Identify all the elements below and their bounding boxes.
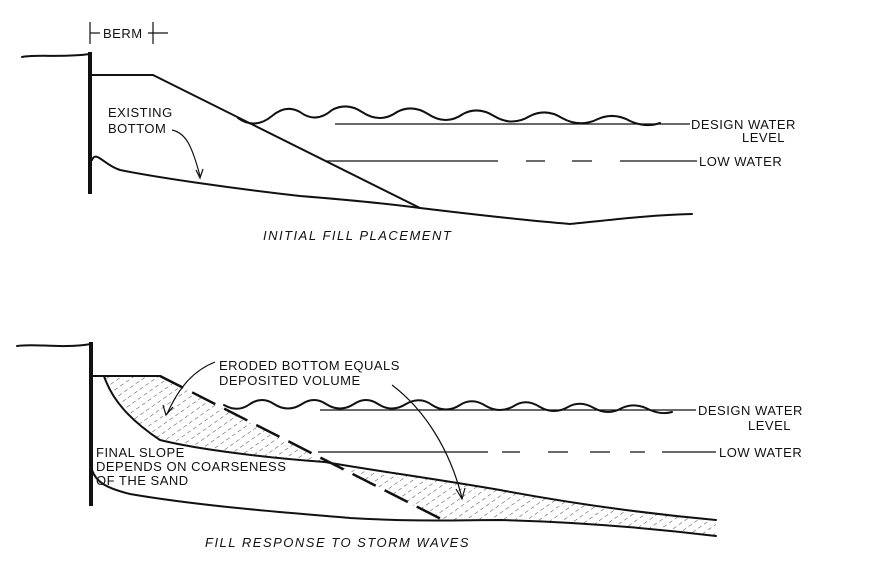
final-slope-label-3: OF THE SAND [96, 473, 189, 488]
top-caption: INITIAL FILL PLACEMENT [263, 228, 452, 243]
top-fill-berm-and-slope [89, 74, 421, 209]
top-existing-bottom [91, 155, 693, 225]
eroded-label-1: ERODED BOTTOM EQUALS [219, 358, 400, 373]
eroded-leader-2 [391, 384, 463, 499]
existing-bottom-label-2: BOTTOM [108, 121, 166, 136]
existing-bottom-label-1: EXISTING [108, 105, 173, 120]
bottom-design-water-waves [223, 399, 673, 415]
eroded-label-2: DEPOSITED VOLUME [219, 373, 361, 388]
berm-dimension: BERM [89, 22, 168, 44]
bottom-design-water-label-2: LEVEL [748, 418, 791, 433]
bottom-design-water-label-1: DESIGN WATER [698, 403, 803, 418]
bottom-panel: ERODED BOTTOM EQUALS DEPOSITED VOLUME DE… [16, 342, 803, 550]
final-slope-label-2: DEPENDS ON COARSENESS [96, 459, 286, 474]
top-ground-surface [21, 53, 91, 58]
top-design-water-label-1: DESIGN WATER [691, 117, 796, 132]
bottom-ground-surface [16, 343, 92, 348]
top-low-water-label: LOW WATER [699, 154, 782, 169]
eroded-area [104, 376, 325, 462]
berm-label: BERM [103, 26, 143, 41]
bottom-caption: FILL RESPONSE TO STORM WAVES [205, 535, 470, 550]
final-profile [103, 375, 717, 521]
original-fill-dashed-slope [159, 374, 448, 524]
bottom-low-water-label: LOW WATER [719, 445, 802, 460]
bottom-existing-bottom [91, 469, 717, 537]
top-design-water-label-2: LEVEL [742, 130, 785, 145]
eroded-leader-1 [166, 361, 216, 415]
top-design-water-waves [237, 105, 661, 127]
deposited-area [325, 462, 716, 536]
existing-bottom-leader [171, 129, 201, 177]
final-slope-label-1: FINAL SLOPE [96, 445, 185, 460]
top-panel: BERM EXISTING BOTTOM DESIGN WATER LEVEL … [21, 22, 796, 243]
